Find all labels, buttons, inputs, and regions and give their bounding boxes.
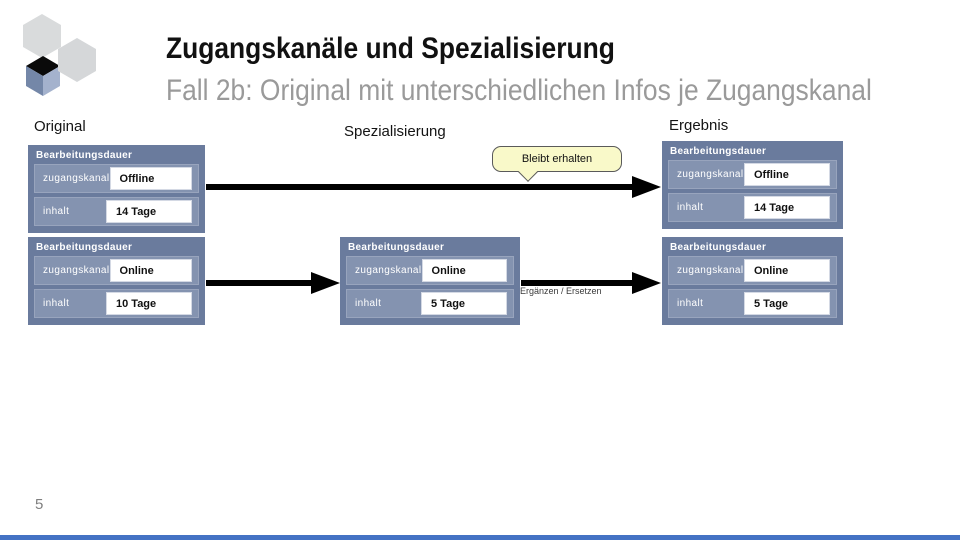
entity-box-original-offline: Bearbeitungsdauer zugangskanal Offline i… (28, 145, 205, 233)
arrow-original-offline-to-result (206, 176, 661, 198)
attribute-row: zugangskanal Online (346, 256, 514, 285)
attribute-value: Online (421, 259, 507, 282)
arrow-original-online-to-specialization (206, 272, 340, 294)
attribute-value: Online (109, 259, 192, 282)
slide-subtitle: Fall 2b: Original mit unterschiedlichen … (166, 74, 872, 107)
column-label-specialization: Spezialisierung (344, 123, 446, 140)
attribute-row: zugangskanal Offline (668, 160, 837, 189)
entity-box-result-online: Bearbeitungsdauer zugangskanal Online in… (662, 237, 843, 325)
attribute-label: inhalt (677, 298, 704, 309)
attribute-row: inhalt 5 Tage (346, 289, 514, 318)
entity-box-title: Bearbeitungsdauer (670, 242, 767, 253)
logo-hexagon-top (23, 14, 61, 58)
hexagon-cube-logo-icon (23, 14, 96, 96)
logo-cube-right-face (43, 66, 60, 96)
attribute-value: 5 Tage (744, 292, 830, 315)
callout-text: Bleibt erhalten (521, 153, 593, 165)
attribute-value: Online (744, 259, 830, 282)
entity-box-original-online: Bearbeitungsdauer zugangskanal Online in… (28, 237, 205, 325)
footer-accent-bar (0, 535, 960, 540)
attribute-label: zugangskanal (677, 265, 744, 276)
attribute-row: inhalt 14 Tage (668, 193, 837, 222)
page-number: 5 (35, 496, 44, 513)
attribute-label: zugangskanal (43, 265, 110, 276)
entity-box-specialization: Bearbeitungsdauer zugangskanal Online in… (340, 237, 520, 325)
column-label-result: Ergebnis (669, 117, 729, 134)
attribute-value: 5 Tage (421, 292, 507, 315)
attribute-label: inhalt (43, 298, 70, 309)
logo-hexagon-right (58, 38, 96, 82)
arrow-annotation: Ergänzen / Ersetzen (520, 286, 602, 296)
attribute-row: inhalt 14 Tage (34, 197, 199, 226)
callout-pointer (518, 162, 538, 182)
entity-box-title: Bearbeitungsdauer (36, 242, 133, 253)
attribute-row: inhalt 10 Tage (34, 289, 199, 318)
title-block: Zugangskanäle und Spezialisierung Fall 2… (166, 30, 960, 109)
attribute-row: zugangskanal Offline (34, 164, 199, 193)
entity-box-title: Bearbeitungsdauer (348, 242, 445, 253)
attribute-value: Offline (109, 167, 192, 190)
attribute-row: zugangskanal Online (34, 256, 199, 285)
attribute-label: zugangskanal (677, 169, 744, 180)
attribute-label: inhalt (43, 206, 70, 217)
column-label-original: Original (34, 118, 86, 135)
entity-box-result-offline: Bearbeitungsdauer zugangskanal Offline i… (662, 141, 843, 229)
attribute-label: inhalt (677, 202, 704, 213)
attribute-row: inhalt 5 Tage (668, 289, 837, 318)
entity-box-title: Bearbeitungsdauer (36, 150, 133, 161)
attribute-row: zugangskanal Online (668, 256, 837, 285)
attribute-label: zugangskanal (43, 173, 110, 184)
attribute-value: 14 Tage (744, 196, 830, 219)
attribute-value: 14 Tage (106, 200, 192, 223)
slide-title: Zugangskanäle und Spezialisierung (166, 32, 615, 65)
entity-box-title: Bearbeitungsdauer (670, 146, 767, 157)
attribute-value: Offline (744, 163, 830, 186)
callout-bleibt-erhalten: Bleibt erhalten (492, 146, 622, 182)
logo-cube-left-face (26, 66, 43, 96)
attribute-value: 10 Tage (106, 292, 192, 315)
attribute-label: inhalt (355, 298, 382, 309)
attribute-label: zugangskanal (355, 265, 422, 276)
